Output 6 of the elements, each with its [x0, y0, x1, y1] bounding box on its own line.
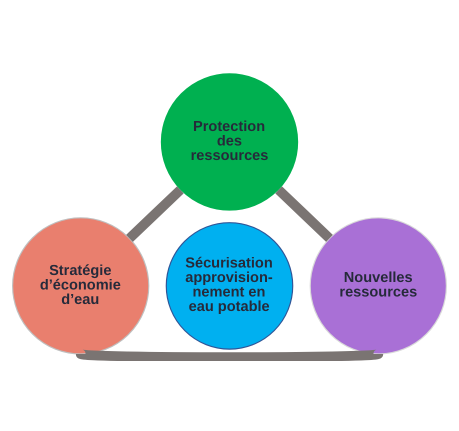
node-circle: Stratégie d’économie d’eau	[12, 217, 150, 355]
connector	[275, 186, 333, 242]
node-circle: Nouvelles ressources	[310, 217, 447, 355]
node-circle: Protection des ressources	[160, 73, 298, 211]
node-circle: Sécurisation approvision-nement en eau potable	[166, 222, 294, 350]
connector	[126, 186, 184, 242]
